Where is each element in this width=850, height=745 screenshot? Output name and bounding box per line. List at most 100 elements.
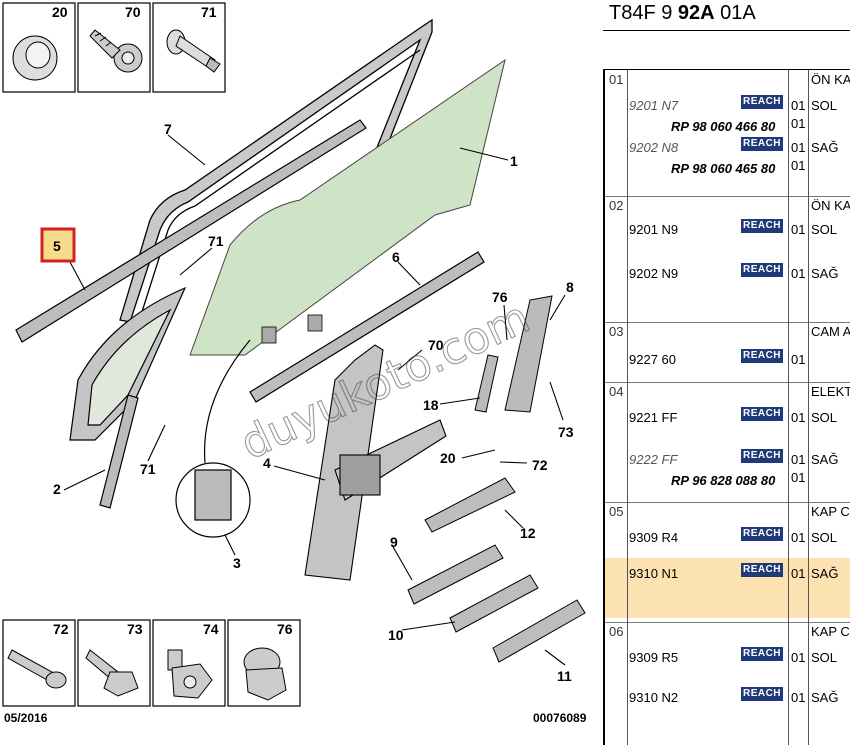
group-description: KAP C (811, 504, 850, 519)
window-regulator (304, 344, 447, 581)
table-title-bar: T84F 9 92A 01A (603, 0, 850, 31)
grommet-icon (12, 35, 58, 81)
callout-71-c: 71 (140, 461, 156, 477)
callout-5-box (40, 227, 76, 263)
replacement-quantity: 01 (791, 158, 806, 173)
reach-badge: REACH (741, 95, 783, 109)
part-quantity: 01 (791, 140, 806, 155)
callout-6: 6 (392, 249, 400, 265)
reach-badge: REACH (741, 349, 783, 363)
leader-lines (63, 134, 566, 666)
callout-76: 76 (492, 289, 508, 305)
group-number: 03 (609, 324, 624, 339)
part-quantity: 01 (791, 352, 806, 367)
tapping-screw-icon (89, 29, 143, 73)
callout-4: 4 (263, 455, 271, 471)
guide-rails (474, 295, 553, 413)
part-quantity: 01 (791, 530, 806, 545)
part-code: 9202 N8 (629, 140, 679, 155)
part-row[interactable]: 9227 60 REACH 01 (603, 344, 850, 384)
part-code: 9227 60 (629, 352, 676, 367)
replacement-part-number: RP 98 060 465 80 (671, 161, 776, 176)
replacement-quantity: 01 (791, 116, 806, 131)
part-quantity: 01 (791, 222, 806, 237)
part-side: SAĞ (811, 140, 839, 155)
reach-badge: REACH (741, 563, 783, 577)
callout-74: 74 (203, 621, 219, 637)
callout-11: 11 (557, 668, 572, 684)
callout-12: 12 (520, 525, 536, 541)
group-description: CAM A (811, 324, 850, 339)
outer-belt-strip (249, 251, 485, 403)
window-seal-strip (15, 119, 367, 343)
callout-73: 73 (558, 424, 574, 440)
group-description: ÖN KA (811, 198, 850, 213)
switch-9 (407, 544, 504, 605)
parts-diagram: 20 70 71 (2, 2, 587, 725)
part-code: 9222 FF (629, 452, 678, 467)
reach-badge: REACH (741, 263, 783, 277)
callout-20-b: 20 (440, 450, 456, 466)
flange-bolt-icon (85, 649, 139, 697)
callout-20: 20 (52, 4, 68, 20)
glass-clip-detail (175, 339, 251, 538)
part-side: SAĞ (811, 690, 839, 705)
callout-18: 18 (423, 397, 439, 413)
group-number: 02 (609, 198, 624, 213)
reach-badge: REACH (741, 449, 783, 463)
table-title: T84F 9 92A 01A (609, 2, 756, 24)
group-description: KAP C (811, 624, 850, 639)
bolt-icon (7, 649, 67, 689)
footer-date: 05/2016 (4, 711, 48, 725)
part-code: 9309 R4 (629, 530, 679, 545)
window-glass (189, 58, 506, 356)
group-number: 05 (609, 504, 624, 519)
column-divider (603, 70, 605, 745)
callout-10: 10 (388, 627, 404, 643)
footer-code: 00076089 (533, 711, 587, 725)
part-side: SOL (811, 98, 838, 113)
callout-3: 3 (233, 555, 241, 571)
part-side: SOL (811, 530, 838, 545)
part-code: 9201 N9 (629, 222, 679, 237)
part-quantity: 01 (791, 266, 806, 281)
part-side: SAĞ (811, 566, 839, 581)
callout-70: 70 (125, 4, 141, 20)
callout-76-b: 76 (277, 621, 293, 637)
part-quantity: 01 (791, 98, 806, 113)
exploded-view: 20 70 71 (2, 2, 587, 725)
part-side: SAĞ (811, 452, 839, 467)
flange-nut-icon (167, 649, 213, 699)
reach-badge: REACH (741, 647, 783, 661)
part-quantity: 01 (791, 410, 806, 425)
part-quantity: 01 (791, 690, 806, 705)
callout-8: 8 (566, 279, 574, 295)
reach-badge: REACH (741, 219, 783, 233)
switch-12 (424, 477, 516, 533)
callout-71: 71 (201, 4, 217, 20)
group-number: 04 (609, 384, 624, 399)
part-side: SOL (811, 410, 838, 425)
part-side: SAĞ (811, 266, 839, 281)
quarter-glass-frame (69, 286, 187, 509)
column-divider (627, 70, 628, 745)
group-description: ÖN KA (811, 72, 850, 87)
part-quantity: 01 (791, 650, 806, 665)
table-blank-row (603, 31, 850, 70)
top-fastener-panel (2, 2, 226, 93)
part-quantity: 01 (791, 452, 806, 467)
switch-11 (492, 599, 586, 663)
